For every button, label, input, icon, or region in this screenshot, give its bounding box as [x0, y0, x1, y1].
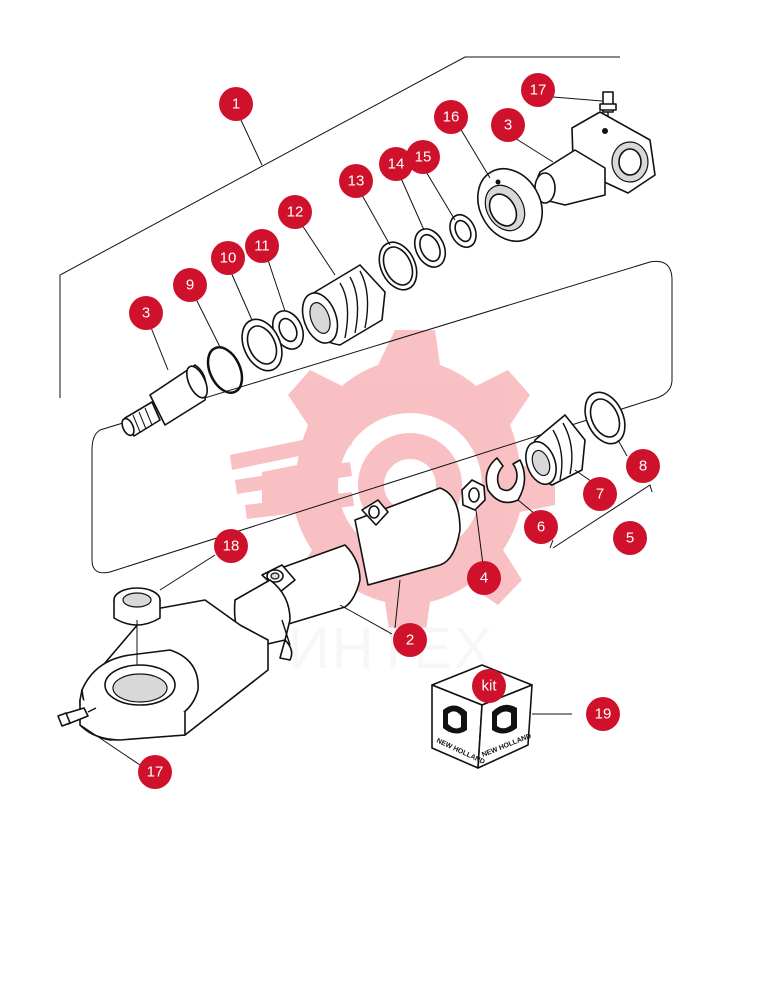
callout-8: 8: [626, 449, 660, 483]
callout-1: 1: [219, 87, 253, 121]
callout-4: 4: [467, 561, 501, 595]
svg-text:12: 12: [287, 204, 304, 221]
svg-text:5: 5: [626, 530, 634, 547]
o-ring: [206, 346, 244, 394]
svg-text:2: 2: [406, 632, 414, 649]
callout-16: 16: [434, 100, 468, 134]
svg-text:9: 9: [186, 277, 194, 294]
callout-9: 9: [173, 268, 207, 302]
svg-text:17: 17: [530, 82, 547, 99]
svg-text:6: 6: [537, 519, 545, 536]
wiper-seal: [449, 213, 477, 249]
svg-text:10: 10: [220, 250, 237, 267]
svg-text:14: 14: [388, 156, 405, 173]
new-holland-leaf-icon: [443, 705, 467, 734]
callout-17-top: 17: [521, 73, 555, 107]
base-eye-end: [79, 599, 269, 741]
callout-10: 10: [211, 241, 245, 275]
rod-seal: [413, 228, 447, 268]
nut-seal: [271, 310, 305, 350]
cylinder-barrel: [233, 487, 461, 661]
piston: [525, 414, 586, 486]
callout-12: 12: [278, 195, 312, 229]
eye-bushing: [113, 587, 161, 665]
callout-11: 11: [245, 229, 279, 263]
svg-text:7: 7: [596, 486, 604, 503]
callout-6: 6: [524, 510, 558, 544]
callout-7: 7: [583, 477, 617, 511]
svg-text:3: 3: [142, 305, 150, 322]
piston-nut: [461, 479, 486, 511]
callout-3-rod: 3: [129, 296, 163, 330]
svg-text:11: 11: [254, 238, 270, 255]
watermark-text: ИНТЕХ: [288, 616, 494, 681]
backup-ring: [378, 241, 418, 291]
assembly-bracket: [59, 56, 673, 574]
new-holland-leaf-icon-2: [492, 704, 517, 734]
svg-text:19: 19: [595, 706, 612, 723]
callout-3-clevis: 3: [491, 108, 525, 142]
svg-text:16: 16: [443, 109, 460, 126]
callout-15: 15: [406, 140, 440, 174]
split-ring: [485, 457, 526, 504]
svg-text:kit: kit: [482, 678, 498, 695]
callout-14: 14: [379, 147, 413, 181]
callout-17-bottom: 17: [138, 755, 172, 789]
svg-text:1: 1: [232, 96, 240, 113]
svg-text:17: 17: [147, 764, 164, 781]
callout-18: 18: [214, 529, 248, 563]
svg-text:4: 4: [480, 570, 488, 587]
leader-lines: [81, 96, 628, 766]
kit-cube: NEW HOLLAND NEW HOLLAND: [431, 664, 533, 769]
svg-text:18: 18: [223, 538, 240, 555]
callout-19: 19: [586, 697, 620, 731]
svg-text:3: 3: [504, 117, 512, 134]
gland-bushing: [301, 264, 386, 346]
piston-seal-ring: [584, 391, 626, 445]
callout-13: 13: [339, 164, 373, 198]
callout-kit: kit: [472, 669, 506, 703]
clevis-rod-end: [534, 111, 656, 206]
svg-text:8: 8: [639, 458, 647, 475]
svg-text:13: 13: [348, 173, 365, 190]
grease-fitting-bottom: [57, 707, 97, 727]
static-seal: [241, 318, 283, 372]
gland-nut: [477, 168, 543, 242]
svg-text:15: 15: [415, 149, 432, 166]
callout-5: 5: [613, 521, 647, 555]
callout-2: 2: [393, 623, 427, 657]
piston-rod: [121, 364, 209, 437]
